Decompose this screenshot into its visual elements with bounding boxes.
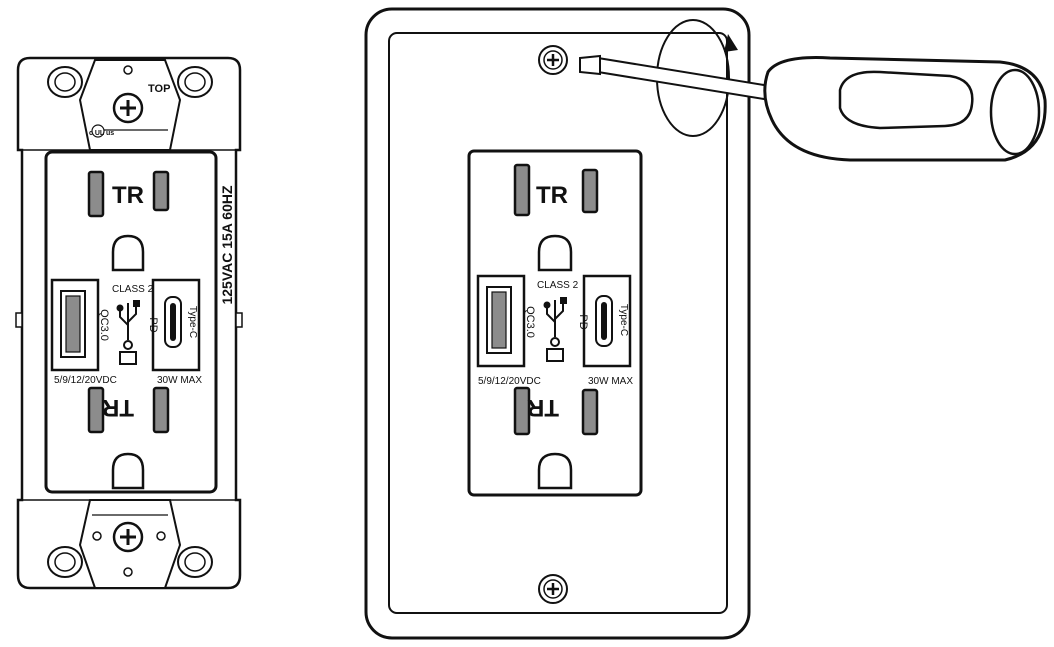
ear-hole-top-right bbox=[177, 66, 213, 98]
wall-plate-assembly: TR QC3.0 CLASS 2 PD Type-C 5/9/12/20VDC … bbox=[364, 7, 751, 640]
usb-icon bbox=[543, 297, 567, 337]
ear-hole-bottom-right bbox=[177, 546, 213, 578]
top-mark: TOP bbox=[148, 83, 170, 95]
svg-text:c UL us: c UL us bbox=[89, 130, 114, 137]
type-c-label: Type-C bbox=[187, 306, 198, 338]
type-c-label: Type-C bbox=[618, 304, 629, 336]
ul-listing-mark: c UL us bbox=[89, 124, 114, 138]
plate-screw-top-icon bbox=[537, 44, 569, 76]
screwdriver-icon bbox=[579, 54, 1047, 162]
usb-icon bbox=[116, 300, 140, 340]
class-label: CLASS 2 bbox=[112, 284, 154, 295]
plate-screw-bottom-icon bbox=[537, 573, 569, 605]
pd-label: PD bbox=[577, 314, 589, 329]
usb-a-voltage: 5/9/12/20VDC bbox=[478, 376, 541, 387]
pd-label: PD bbox=[147, 317, 159, 332]
tr-mark: TR bbox=[527, 394, 559, 421]
tr-mark: TR bbox=[536, 182, 568, 209]
qc-label: QC3.0 bbox=[98, 309, 110, 341]
rating-label: 125VAC 15A 60HZ bbox=[219, 185, 235, 305]
ground-screw-icon bbox=[112, 521, 144, 553]
usb-c-power: 30W MAX bbox=[588, 376, 633, 387]
class-label: CLASS 2 bbox=[537, 280, 579, 291]
tr-mark: TR bbox=[102, 394, 134, 421]
ground-screw-icon bbox=[112, 92, 144, 124]
left-receptacle: TOP c UL us TR QC3.0 CLASS 2 bbox=[15, 56, 243, 590]
usb-c-power: 30W MAX bbox=[157, 375, 202, 386]
tr-mark: TR bbox=[112, 182, 144, 209]
ground-slot bbox=[111, 234, 145, 272]
ground-slot bbox=[111, 452, 145, 490]
qc-label: QC3.0 bbox=[524, 306, 536, 338]
ear-hole-bottom-left bbox=[47, 546, 83, 578]
ground-slot bbox=[537, 234, 573, 272]
ground-slot bbox=[537, 452, 573, 490]
usb-a-voltage: 5/9/12/20VDC bbox=[54, 375, 117, 386]
ear-hole-top-left bbox=[47, 66, 83, 98]
